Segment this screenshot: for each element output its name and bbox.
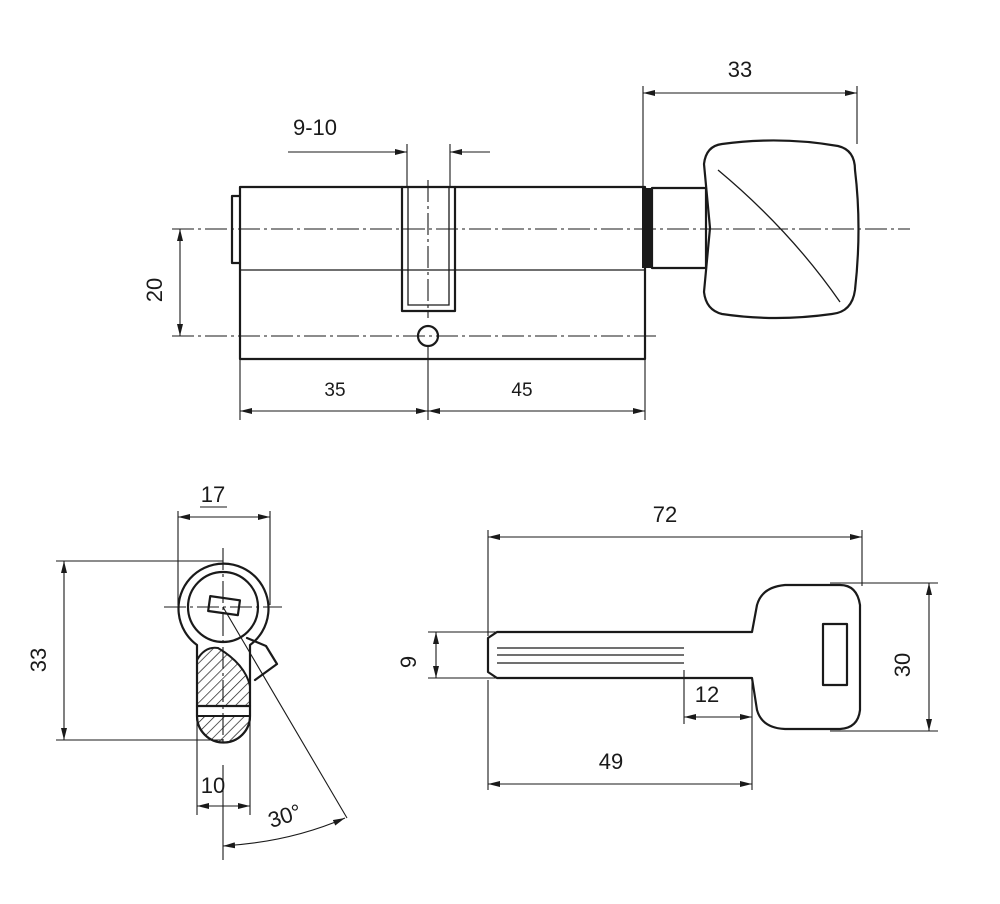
profile-cam (245, 636, 279, 682)
dim-cam-bottom-label: 10 (201, 773, 225, 798)
knob (702, 139, 860, 320)
front-view: 33 9-10 20 35 45 (142, 57, 910, 420)
dim-key-blade-height-label: 9 (396, 656, 421, 668)
knob-contour (717, 169, 841, 303)
dim-key-length-label: 72 (653, 502, 677, 527)
dim-profile-height-label: 33 (26, 648, 51, 672)
dim-cam-angle-label: 30° (265, 799, 304, 833)
profile-section (196, 646, 251, 707)
dim-cam-width-label: 9-10 (293, 115, 337, 140)
key-view: 72 9 30 12 49 (396, 502, 938, 790)
dim-profile-width-label: 17 (201, 482, 225, 507)
dim-knob-width-label: 33 (728, 57, 752, 82)
dim-cam-angle (222, 817, 346, 849)
profile-view: 17 33 10 30° (26, 482, 348, 860)
cylinder-body (238, 185, 647, 361)
dim-key-shoulder-label: 12 (695, 682, 719, 707)
cam-slot (400, 185, 457, 313)
key-head-slot (821, 622, 849, 687)
dim-key-blade-length-label: 49 (599, 749, 623, 774)
knob-collar (642, 188, 652, 268)
dim-length-right-label: 45 (511, 380, 532, 401)
key-outline (486, 583, 862, 731)
dim-key-head-height-label: 30 (890, 653, 915, 677)
knob-stem (650, 186, 708, 270)
dim-axis-offset-label: 20 (142, 278, 167, 302)
profile-keyway (207, 595, 242, 617)
dim-length-left-label: 35 (324, 380, 345, 401)
